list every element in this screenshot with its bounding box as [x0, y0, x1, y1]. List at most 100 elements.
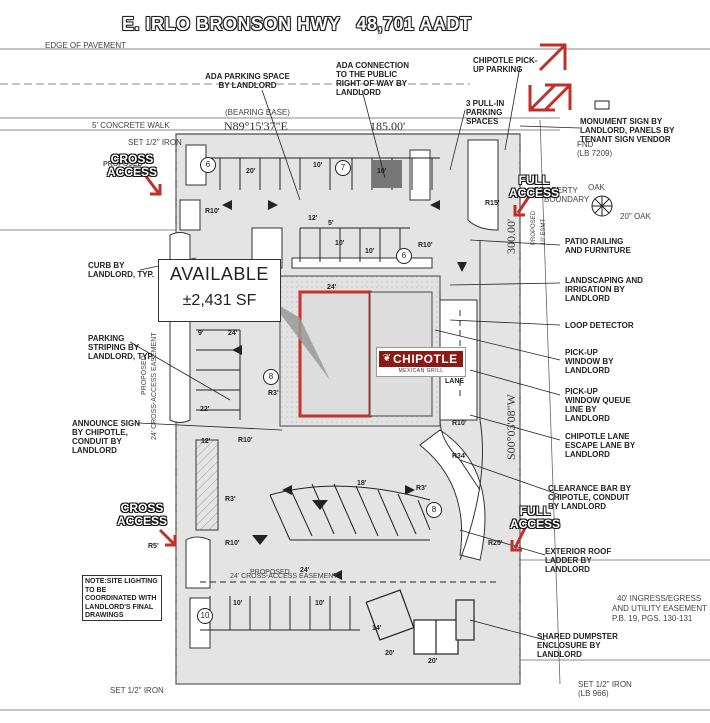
- callout-dumpster: SHARED DUMPSTER ENCLOSURE BY LANDLORD: [537, 632, 618, 659]
- north-distance: 185.00': [370, 119, 406, 133]
- lighting-note: NOTE:SITE LIGHTING TO BE COORDINATED WIT…: [82, 575, 162, 621]
- callout-pull-in: 3 PULL-IN PARKING SPACES: [466, 99, 505, 126]
- callout-ada-parking: ADA PARKING SPACE BY LANDLORD: [205, 72, 290, 90]
- dim-12-west: 12': [201, 438, 211, 445]
- east-distance: 300.00': [504, 218, 518, 254]
- south-easement-2: 24' CROSS-ACCESS EASEMENT: [230, 573, 338, 580]
- dim-20-dump: 20': [385, 650, 395, 657]
- pickup-stalls-dark: [372, 160, 402, 188]
- iron-ne-lb: (LB 7209): [577, 149, 613, 158]
- callout-escape-lane: CHIPOTLE LANE ESCAPE LANE BY LANDLORD: [565, 432, 636, 459]
- road-traffic: 48,701 AADT: [356, 14, 472, 34]
- pepper-icon: ❦: [382, 353, 392, 364]
- cross-access-bottom-word2: ACCESS: [116, 514, 167, 528]
- dim-24-south: 24': [300, 567, 310, 574]
- chipotle-logo: ❦ CHIPOTLE MEXICAN GRILL: [376, 347, 466, 377]
- dim-12: 12': [308, 215, 318, 222]
- access-arrows: [143, 43, 572, 552]
- callout-pickup-window: PICK-UP WINDOW BY LANDLORD: [565, 348, 614, 375]
- landscape-islands: [169, 139, 499, 649]
- ingress-line-3: P.B. 19, PGS. 130-131: [612, 614, 693, 623]
- full-access-bottom-word1: FULL: [519, 504, 551, 518]
- dim-22: 22': [200, 406, 210, 413]
- east-easement-1: PROPOSED: [531, 210, 537, 245]
- dim-r10-b: R10': [238, 437, 253, 444]
- callout-monument-sign: MONUMENT SIGN BY LANDLORD, PANELS BY TEN…: [580, 117, 675, 144]
- callout-pickup-parking: CHIPOTLE PICK-UP PARKING: [473, 56, 538, 74]
- ingress-line-1: 40' INGRESS/EGRESS: [617, 594, 702, 603]
- callout-announce-sign: ANNOUNCE SIGN BY CHIPOTLE, CONDUIT BY LA…: [72, 419, 141, 455]
- dim-r25: R25': [488, 540, 503, 547]
- dim-10-pickup: 10': [377, 168, 387, 175]
- oak-label: OAK: [588, 183, 605, 192]
- dim-10-top: 10': [313, 162, 323, 169]
- dim-r34: R34': [452, 453, 467, 460]
- leader-lines: [129, 65, 581, 641]
- property-boundary-1: PROPERTY: [534, 186, 578, 195]
- iron-nw-label: SET 1/2" IRON: [128, 138, 182, 147]
- parking-stalls-west: [196, 329, 241, 420]
- dim-24-west: 24': [228, 330, 238, 337]
- callout-roof-ladder: EXTERIOR ROOF LADDER BY LANDLORD: [545, 547, 612, 574]
- callout-curb: CURB BY LANDLORD, TYP.: [88, 261, 155, 279]
- dim-r10-e: R10': [452, 420, 467, 427]
- stall-count-6a: 6: [200, 157, 216, 173]
- callout-patio: PATIO RAILING AND FURNITURE: [565, 237, 631, 255]
- chipotle-name: CHIPOTLE: [393, 352, 458, 366]
- cross-access-bottom-word1: CROSS: [120, 501, 164, 515]
- lane-label: LANE: [445, 378, 465, 385]
- dim-24-mid: 24': [327, 284, 337, 291]
- dim-9: 9': [198, 330, 204, 337]
- dim-20-top: 20': [246, 168, 256, 175]
- oak-20-label: 20" OAK: [620, 212, 651, 221]
- west-easement-1: PROPOSED: [141, 355, 148, 395]
- available-title: AVAILABLE: [170, 264, 269, 284]
- bearing-base-label: (BEARING BASE): [225, 108, 290, 117]
- cross-access-top-word2: ACCESS: [106, 165, 157, 179]
- stall-count-8b: 8: [426, 502, 442, 518]
- tree-symbol: [591, 195, 613, 217]
- north-bearing: N89°15'37"E: [224, 119, 288, 133]
- full-access-bottom-word2: ACCESS: [509, 517, 560, 531]
- dim-18: 18': [357, 480, 367, 487]
- hatched-island-west: [195, 439, 219, 531]
- lot-lines: [0, 119, 710, 711]
- parking-stalls-middle: [299, 227, 410, 262]
- dim-r10-d: R10': [418, 242, 433, 249]
- monument-sign-symbol: [594, 100, 610, 110]
- dim-10-south1: 10': [233, 600, 243, 607]
- east-bearing: S00°03'08"W: [504, 394, 518, 460]
- dim-r5: R5': [148, 543, 159, 550]
- east-easement-2: 10' ESMT: [541, 218, 547, 245]
- callout-landscaping: LANDSCAPING AND IRRIGATION BY LANDLORD: [565, 276, 643, 303]
- callout-ada-connection: ADA CONNECTION TO THE PUBLIC RIGHT OF WA…: [336, 61, 410, 97]
- callout-parking-striping: PARKING STRIPING BY LANDLORD, TYP.: [88, 334, 155, 361]
- stall-count-6b: 6: [396, 248, 412, 264]
- south-easement-1: PROPOSED: [250, 569, 290, 576]
- dumpster-enclosure: [365, 589, 475, 655]
- dim-10-mid2: 10': [365, 248, 375, 255]
- available-area: ±2,431 SF: [182, 292, 257, 309]
- chipotle-tagline: MEXICAN GRILL: [398, 368, 444, 374]
- dim-20-dump2: 20': [428, 658, 438, 665]
- callout-loop-detector: LOOP DETECTOR: [565, 321, 634, 330]
- dim-r3-a: R3': [268, 390, 279, 397]
- dim-10-south2: 10': [315, 600, 325, 607]
- iron-ne-label: FND: [577, 140, 594, 149]
- available-box: AVAILABLE ±2,431 SF: [158, 259, 281, 322]
- callout-clearance-bar: CLEARANCE BAR BY CHIPOTLE, CONDUIT BY LA…: [548, 484, 631, 511]
- road-edges: [0, 48, 710, 131]
- dim-r10-c: R10': [225, 540, 240, 547]
- cross-access-top-word1: CROSS: [110, 152, 154, 166]
- parking-stalls-south: [200, 581, 500, 631]
- dim-r3-c: R3': [416, 485, 427, 492]
- dim-r15: R15': [485, 200, 500, 207]
- dim-r10-a: R10': [205, 208, 220, 215]
- dim-10-mid: 10': [335, 240, 345, 247]
